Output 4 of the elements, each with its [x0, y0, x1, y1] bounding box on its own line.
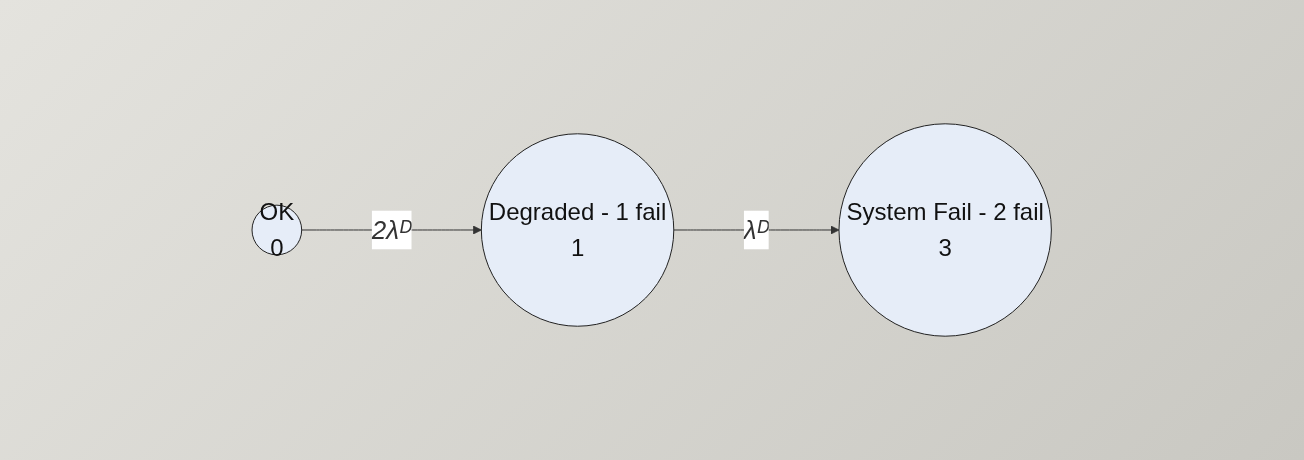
node-circle: Degraded - 1 fail 1 [481, 133, 675, 327]
edge-label: 2λᴰ [372, 214, 412, 245]
node-circle: System Fail - 2 fail 3 [838, 123, 1053, 337]
node-circle: OK 0 [251, 204, 303, 256]
